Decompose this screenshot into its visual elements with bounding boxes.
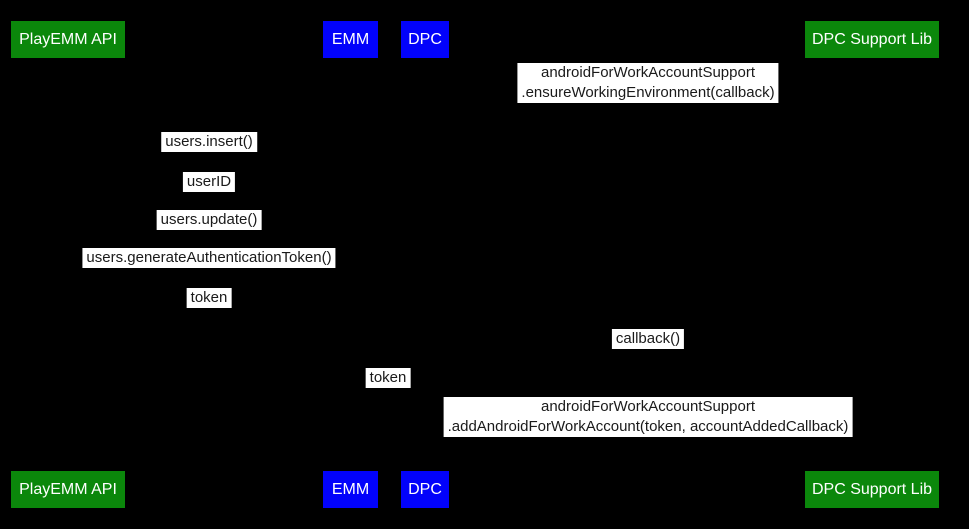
actor-playemm-api-top: PlayEMM API	[11, 21, 125, 58]
message-token-to-emm: token	[186, 288, 232, 308]
message-users-update: users.update()	[156, 210, 262, 230]
message-ensure-working-environment: androidForWorkAccountSupport .ensureWork…	[517, 63, 779, 103]
actor-dpc-top: DPC	[401, 21, 449, 58]
message-line: .addAndroidForWorkAccount(token, account…	[447, 418, 849, 435]
message-line: callback()	[615, 330, 681, 347]
message-generate-authentication-token: users.generateAuthenticationToken()	[82, 248, 336, 268]
actor-playemm-api-bottom: PlayEMM API	[11, 471, 125, 508]
message-add-android-for-work-account: androidForWorkAccountSupport .addAndroid…	[443, 397, 853, 437]
message-line: .ensureWorkingEnvironment(callback)	[521, 84, 775, 101]
message-line: users.generateAuthenticationToken()	[86, 249, 332, 266]
message-line: userID	[186, 173, 232, 190]
message-line: users.insert()	[165, 133, 253, 150]
message-line: androidForWorkAccountSupport	[541, 398, 755, 415]
actor-dpc-bottom: DPC	[401, 471, 449, 508]
actor-emm-bottom: EMM	[323, 471, 378, 508]
actor-dpc-support-lib-top: DPC Support Lib	[805, 21, 939, 58]
message-token-to-dpc: token	[365, 368, 411, 388]
actor-emm-top: EMM	[323, 21, 378, 58]
actor-dpc-support-lib-bottom: DPC Support Lib	[805, 471, 939, 508]
message-line: users.update()	[160, 211, 258, 228]
message-users-insert: users.insert()	[161, 132, 257, 152]
message-callback: callback()	[611, 329, 685, 349]
message-userid: userID	[182, 172, 236, 192]
message-line: token	[190, 289, 228, 306]
message-line: token	[369, 369, 407, 386]
message-line: androidForWorkAccountSupport	[540, 64, 755, 81]
